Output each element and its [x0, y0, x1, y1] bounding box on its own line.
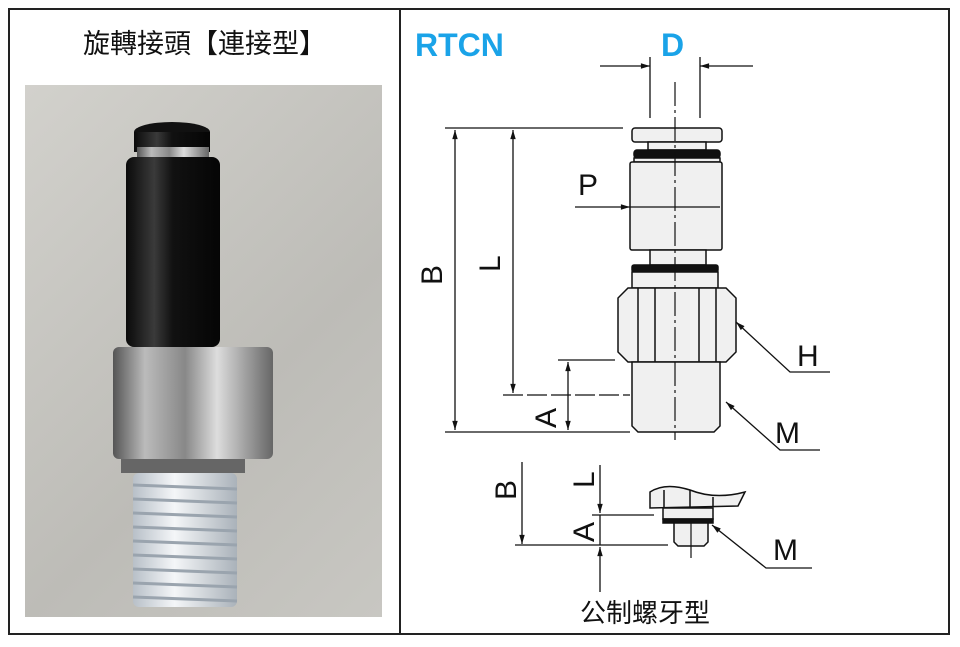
model-code: RTCN: [415, 27, 504, 63]
label-D: D: [661, 27, 684, 63]
label-A: A: [530, 408, 563, 428]
main-dimensions: [445, 57, 830, 451]
product-title: 旋轉接頭【連接型】: [83, 29, 326, 60]
metric-label-M: M: [773, 534, 798, 567]
label-L: L: [474, 255, 507, 272]
label-P: P: [578, 169, 598, 202]
product-photo: [25, 85, 382, 617]
metric-thread-caption: 公制螺牙型: [580, 599, 710, 629]
metric-label-L: L: [568, 471, 601, 488]
metric-label-B: B: [490, 480, 523, 500]
main-fitting-outline: [617, 127, 737, 433]
label-B: B: [416, 265, 449, 285]
panel-divider: [399, 8, 401, 635]
fitting-photo-illustration: [113, 122, 273, 607]
metric-label-A: A: [568, 522, 601, 542]
label-H: H: [797, 340, 819, 373]
label-M: M: [775, 417, 800, 450]
metric-fitting-outline: [649, 485, 747, 547]
metric-dimensions: [515, 462, 812, 592]
outer-frame: [8, 8, 950, 635]
